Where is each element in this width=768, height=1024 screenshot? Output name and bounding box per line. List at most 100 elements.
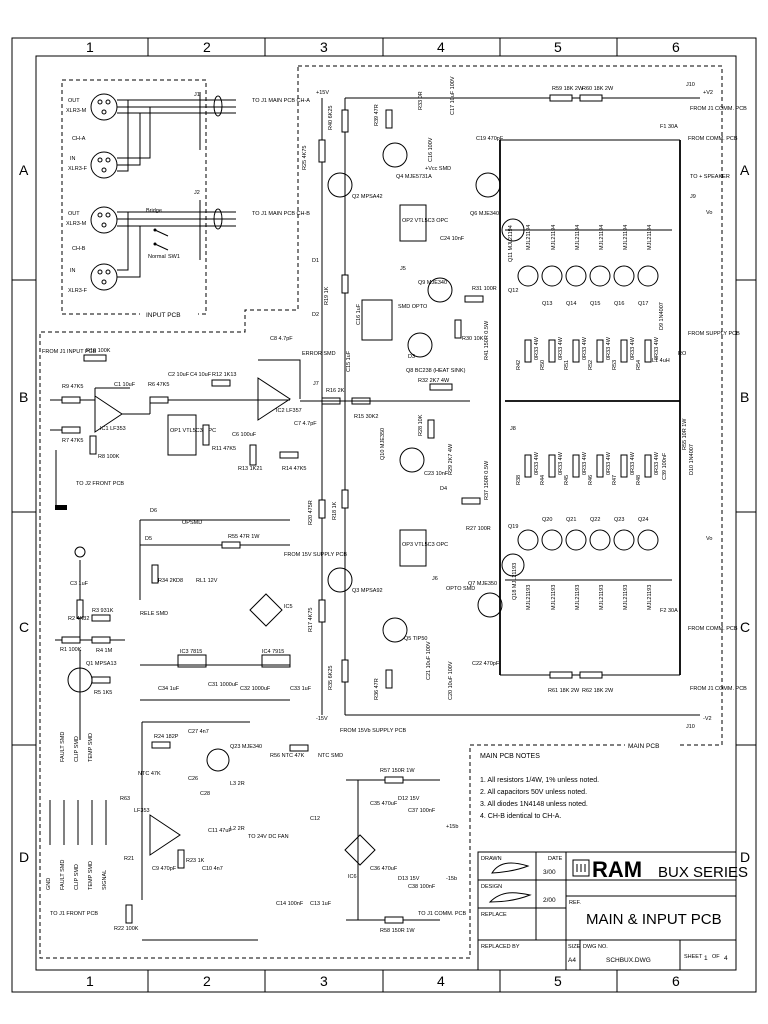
svg-text:FROM 15V SUPPLY PCB: FROM 15V SUPPLY PCB [284, 552, 347, 558]
svg-text:Q23: Q23 [614, 517, 624, 523]
tb-total: 4 [724, 955, 728, 962]
svg-text:R18 1K: R18 1K [332, 501, 338, 520]
svg-text:Q21: Q21 [566, 517, 576, 523]
tb-size-label: SIZE [568, 944, 581, 950]
svg-text:FROM J1 INPUT PCB: FROM J1 INPUT PCB [42, 349, 97, 355]
main-pcb-label: MAIN PCB [628, 743, 659, 750]
design-signature [488, 892, 532, 903]
grid-row-a: A [19, 162, 29, 178]
ntc-and-supply: R56 NTC 47K NTC SMD C12 C13 1uF C14 100n… [270, 728, 467, 934]
ic4-regulator [261, 654, 291, 668]
svg-text:J8: J8 [510, 426, 516, 432]
op3-optocoupler [399, 529, 427, 567]
svg-text:R48: R48 [636, 475, 642, 485]
svg-text:MJL21193: MJL21193 [647, 585, 653, 610]
svg-text:R31 100R: R31 100R [472, 286, 497, 292]
driver-stage: +15V -15V R40 6K25 R25 4K75 R39 47R Q4 M… [300, 76, 504, 722]
svg-text:Q22: Q22 [590, 517, 600, 523]
svg-text:XLR3-M: XLR3-M [66, 108, 87, 114]
input-pcb: INPUT PCB OUT XLR3-M CH-A IN XLR3-F J1 T… [61, 79, 310, 319]
svg-text:+V2: +V2 [703, 90, 713, 96]
ic1-opamp [94, 395, 123, 433]
svg-text:R53: R53 [612, 360, 618, 370]
svg-text:R17 4K75: R17 4K75 [308, 608, 314, 632]
protection-stage: D6 OPSMD D5 R55 47R 1W FROM 15V SUPPLY P… [139, 508, 347, 701]
svg-text:C35 470uF: C35 470uF [370, 801, 398, 807]
svg-text:Q16: Q16 [614, 301, 624, 307]
svg-text:TO + SPEAKER: TO + SPEAKER [690, 174, 730, 180]
xlr-in-b-connector [90, 263, 118, 291]
grid-col-5: 5 [554, 39, 562, 55]
svg-text:D3: D3 [408, 354, 415, 360]
svg-text:Q17: Q17 [638, 301, 648, 307]
q8-transistor [407, 332, 433, 358]
svg-text:R39 47R: R39 47R [374, 104, 380, 126]
svg-text:Normal: Normal [148, 254, 166, 260]
svg-text:D9 1N4007: D9 1N4007 [659, 302, 665, 330]
svg-text:R2 4K32: R2 4K32 [68, 616, 89, 622]
svg-text:J10: J10 [686, 724, 695, 730]
svg-text:C1 10uF: C1 10uF [114, 382, 136, 388]
xlr-out-a-connector [90, 93, 118, 121]
svg-text:R40 6K25: R40 6K25 [328, 106, 334, 130]
svg-text:SMD OPTO: SMD OPTO [398, 304, 428, 310]
svg-text:C32 1000uF: C32 1000uF [240, 686, 271, 692]
top-emitter-resistors: R42 R50 R51 R52 R53 R54 0R33 4W 0R33 4W … [516, 336, 660, 370]
svg-text:R16 2K: R16 2K [326, 388, 345, 394]
notes-title: MAIN PCB NOTES [480, 753, 540, 760]
svg-text:TO J2 FRONT PCB: TO J2 FRONT PCB [76, 481, 124, 487]
svg-text:0R33 4W: 0R33 4W [654, 451, 660, 475]
svg-text:-15b: -15b [446, 876, 457, 882]
svg-text:R50: R50 [540, 360, 546, 370]
svg-text:R6 47K5: R6 47K5 [148, 382, 169, 388]
svg-text:Q6 MJE340: Q6 MJE340 [470, 211, 499, 217]
lf353-fan-opamp [149, 814, 181, 856]
tb-drawn-label: DRAWN [481, 856, 502, 862]
svg-text:R46: R46 [588, 475, 594, 485]
svg-text:R55 10R 1W: R55 10R 1W [682, 418, 688, 450]
svg-text:MJL21193: MJL21193 [526, 585, 532, 610]
grid-col-4: 4 [437, 39, 445, 55]
svg-text:F1 30A: F1 30A [660, 124, 678, 130]
svg-text:J5: J5 [400, 266, 406, 272]
svg-text:D6: D6 [150, 508, 157, 514]
svg-text:R27 100R: R27 100R [466, 526, 491, 532]
svg-text:MJL21194: MJL21194 [623, 225, 629, 250]
svg-text:R52: R52 [588, 360, 594, 370]
svg-text:TO J1 COMM. PCB: TO J1 COMM. PCB [418, 911, 467, 917]
svg-text:FROM SUPPLY PCB: FROM SUPPLY PCB [688, 331, 740, 337]
svg-text:Q19: Q19 [508, 524, 518, 530]
svg-text:FROM COMM. PCB: FROM COMM. PCB [688, 626, 738, 632]
ic3-regulator [177, 654, 207, 668]
svg-text:+15V: +15V [316, 90, 329, 96]
q23b-transistor [613, 529, 635, 551]
grid-row-b-right: B [740, 389, 749, 405]
main-pcb-notes: MAIN PCB NOTES 1. All resistors 1/4W, 1%… [480, 753, 599, 820]
svg-text:C26: C26 [188, 776, 198, 782]
svg-text:R55 47R 1W: R55 47R 1W [228, 534, 260, 540]
note-4: 4. CH-B identical to CH-A. [480, 813, 561, 820]
svg-text:J6: J6 [432, 576, 438, 582]
svg-text:FAULT SMD: FAULT SMD [60, 860, 66, 890]
svg-text:TO J1 FRONT PCB: TO J1 FRONT PCB [50, 911, 98, 917]
tb-dwg-label: DWG NO. [583, 944, 608, 950]
svg-text:L2 2R: L2 2R [230, 826, 245, 832]
note-2: 2. All capacitors 50V unless noted. [480, 789, 587, 796]
svg-text:FROM COMM. PCB: FROM COMM. PCB [688, 136, 738, 142]
svg-text:OUT: OUT [68, 211, 80, 217]
svg-text:MJL21193: MJL21193 [599, 585, 605, 610]
svg-text:0R33 4W: 0R33 4W [630, 451, 636, 475]
grid-col-2-bottom: 2 [203, 973, 211, 989]
svg-text:C10 4n7: C10 4n7 [202, 866, 223, 872]
svg-text:CLIP SMD: CLIP SMD [74, 736, 80, 762]
svg-text:IC4 7915: IC4 7915 [262, 649, 284, 655]
svg-text:C6 100uF: C6 100uF [232, 432, 257, 438]
svg-text:R35 6K25: R35 6K25 [328, 666, 334, 690]
svg-text:Q5 TIP50: Q5 TIP50 [404, 636, 427, 642]
svg-text:IC1 LF353: IC1 LF353 [100, 426, 126, 432]
svg-text:R38: R38 [516, 475, 522, 485]
svg-text:R15 30K2: R15 30K2 [354, 414, 378, 420]
svg-text:0R33 4W: 0R33 4W [654, 336, 660, 360]
title-block: DRAWN DESIGN REPLACE REPLACED BY DATE 3/… [477, 851, 748, 971]
svg-text:Q14: Q14 [566, 301, 576, 307]
